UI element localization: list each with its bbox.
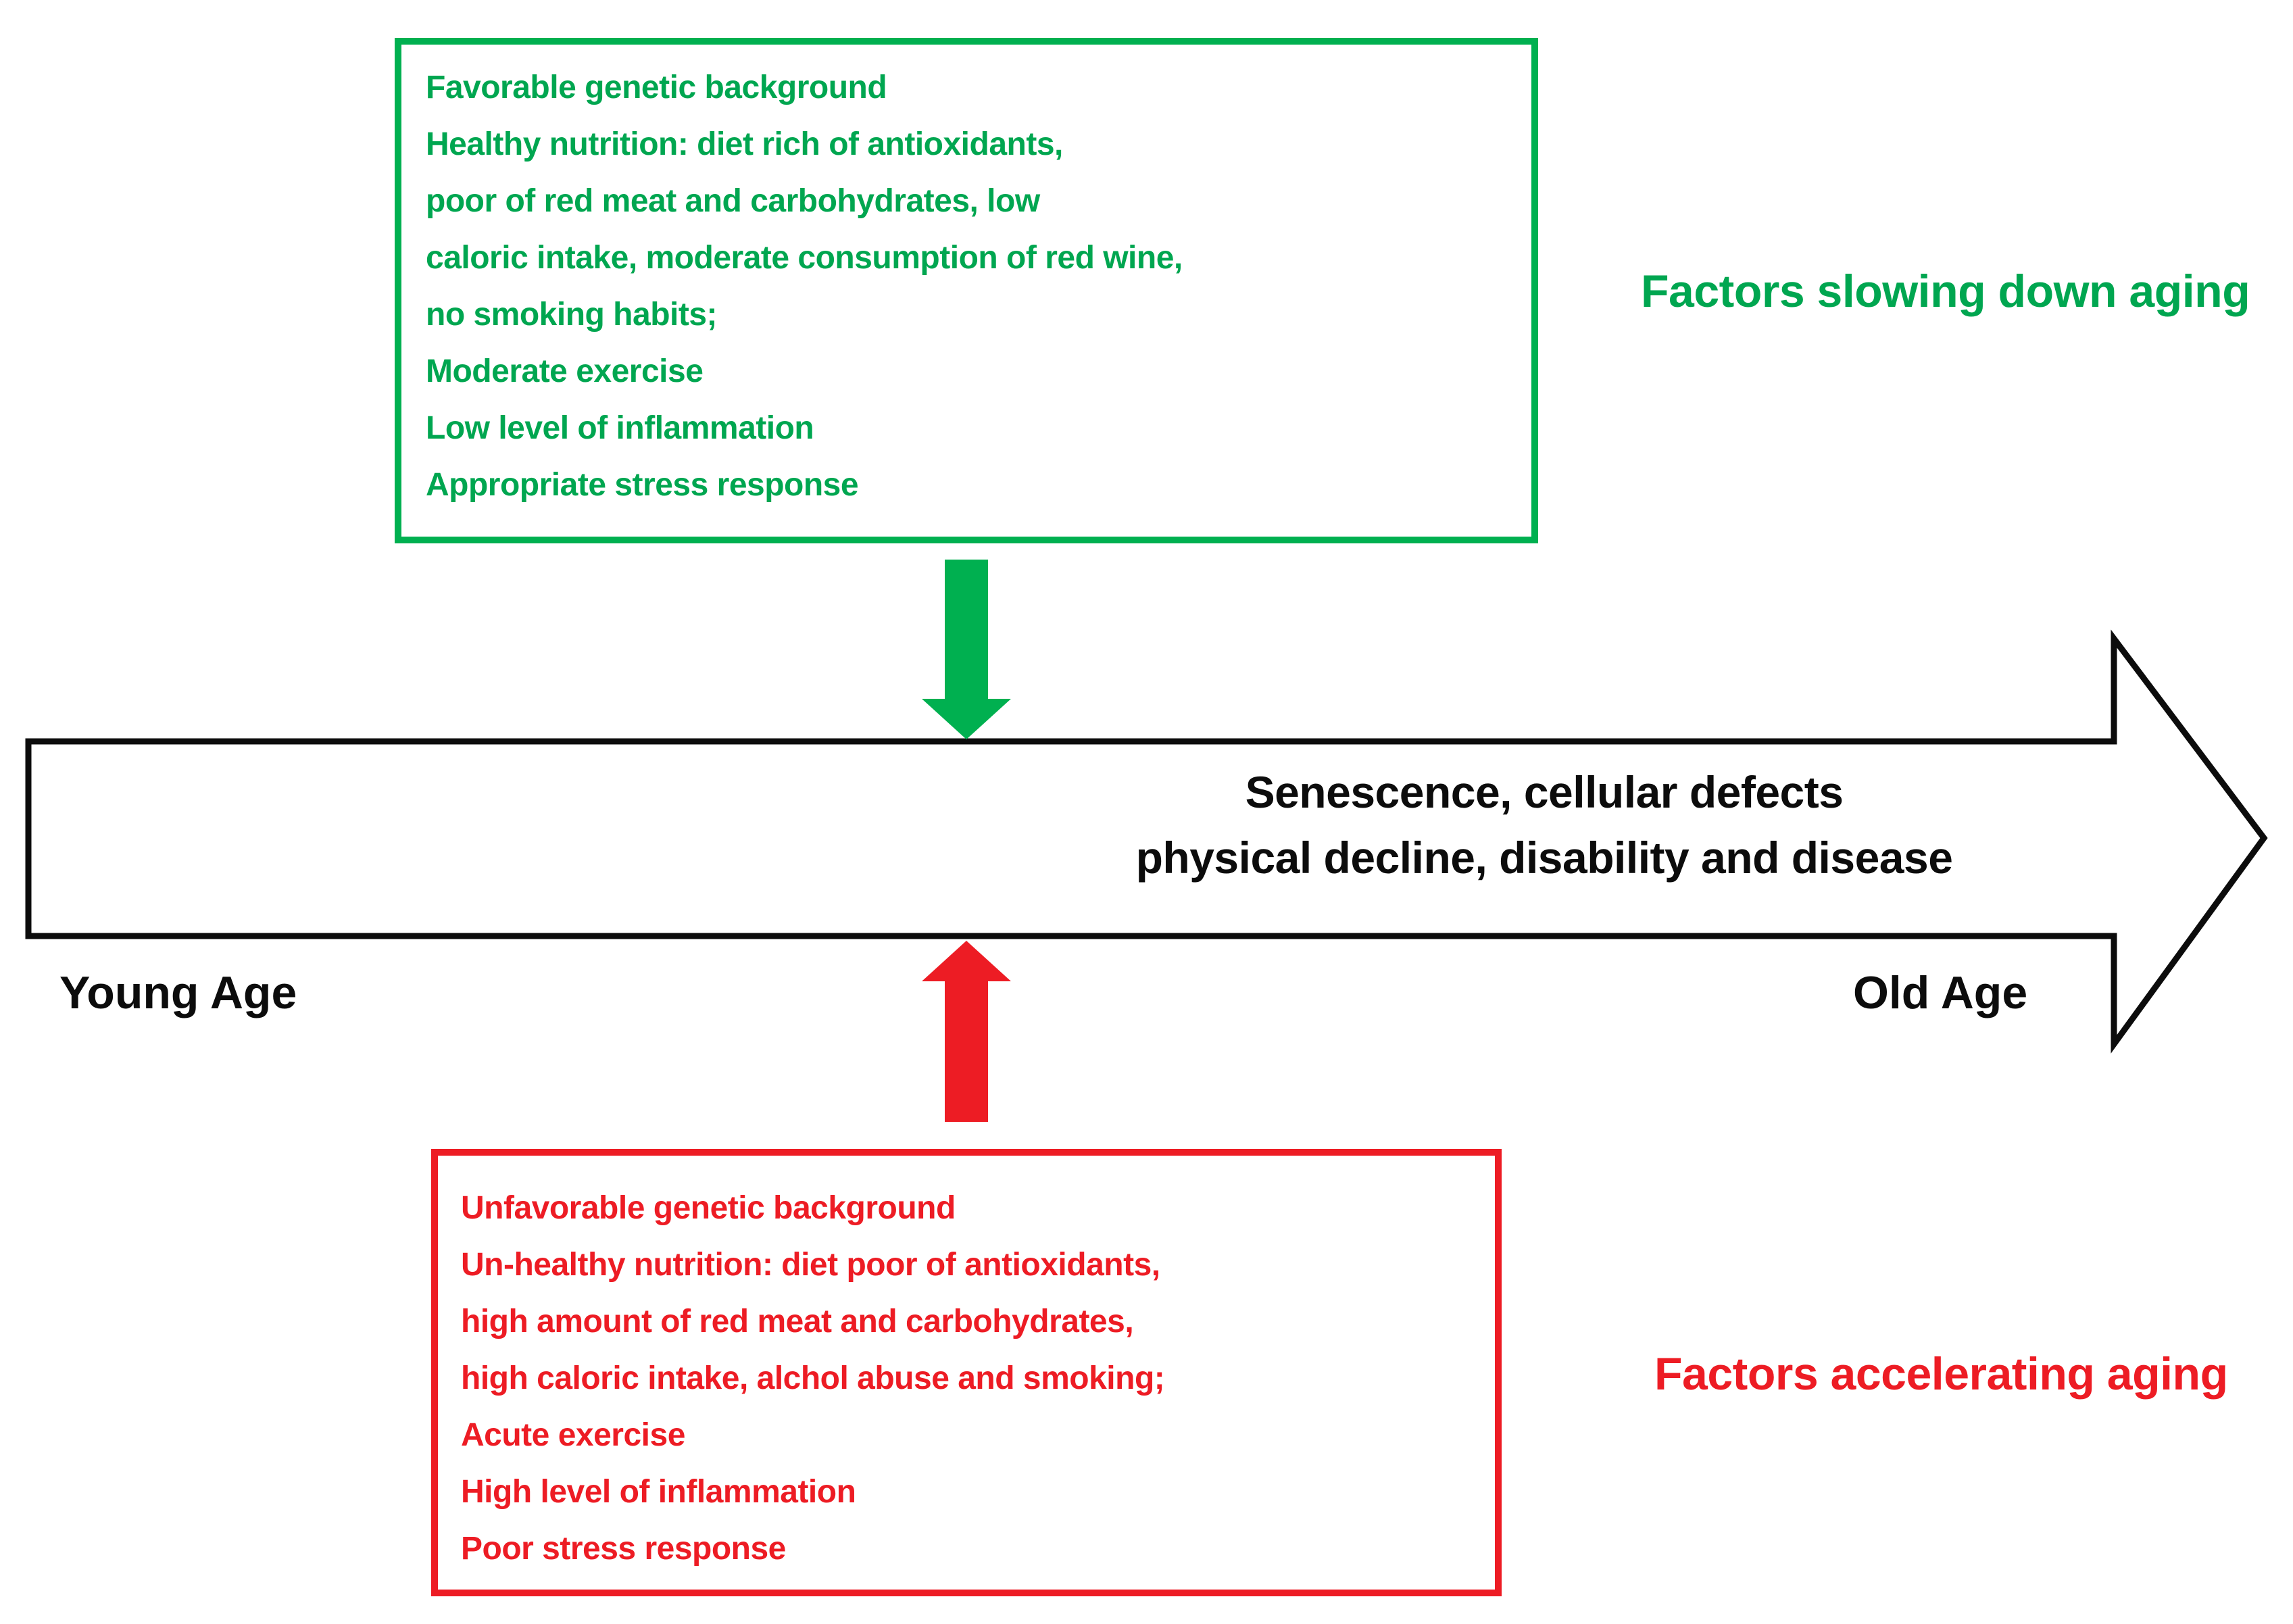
old-age-label: Old Age	[1853, 967, 2028, 1018]
slowing-factors-label: Factors slowing down aging	[1641, 266, 2250, 317]
timeline-caption: Senescence, cellular defects physical de…	[1041, 760, 2048, 891]
timeline-caption-line1: Senescence, cellular defects	[1245, 767, 1844, 817]
accelerating-factor-line: Un-healthy nutrition: diet poor of antio…	[461, 1247, 1160, 1283]
accelerating-factor-line: High level of inflammation	[461, 1474, 856, 1510]
timeline-right-arrow-icon	[25, 629, 2268, 1054]
timeline-caption-line2: physical decline, disability and disease	[1135, 833, 1953, 883]
accelerating-factor-line: Unfavorable genetic background	[461, 1190, 956, 1226]
slowing-factor-line: Healthy nutrition: diet rich of antioxid…	[426, 126, 1063, 162]
green-down-arrow-icon	[922, 560, 1011, 739]
accelerating-factor-line: high amount of red meat and carbohydrate…	[461, 1304, 1134, 1339]
slowing-factor-line: poor of red meat and carbohydrates, low	[426, 183, 1040, 219]
red-up-arrow-icon	[922, 941, 1011, 1122]
slowing-factors-box: Favorable genetic background Healthy nut…	[395, 38, 1538, 543]
slowing-factor-line: no smoking habits;	[426, 297, 718, 333]
accelerating-factors-label: Factors accelerating aging	[1654, 1348, 2228, 1400]
slowing-factor-line: caloric intake, moderate consumption of …	[426, 240, 1183, 276]
accelerating-factor-line: Acute exercise	[461, 1417, 685, 1453]
slowing-factor-line: Favorable genetic background	[426, 70, 887, 105]
young-age-label: Young Age	[59, 967, 297, 1018]
slowing-factor-line: Low level of inflammation	[426, 410, 814, 446]
accelerating-factor-line: Poor stress response	[461, 1531, 786, 1567]
slowing-factor-line: Moderate exercise	[426, 353, 704, 389]
accelerating-factor-line: high caloric intake, alchol abuse and sm…	[461, 1360, 1165, 1396]
slowing-factor-line: Appropriate stress response	[426, 467, 859, 503]
accelerating-factors-box: Unfavorable genetic background Un-health…	[431, 1149, 1502, 1596]
